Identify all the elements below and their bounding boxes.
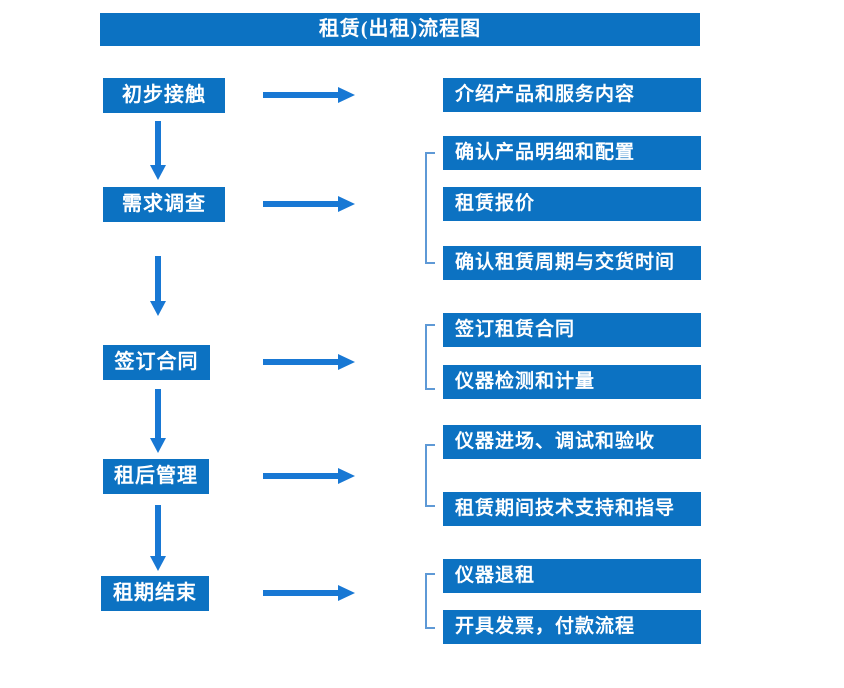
arrow-down-icon	[150, 389, 166, 453]
arrow-right-icon	[263, 354, 355, 370]
step-box-initial-contact: 初步接触	[103, 78, 225, 113]
detail-box-invoice-payment: 开具发票，付款流程	[443, 610, 701, 644]
detail-box-introduce-products: 介绍产品和服务内容	[443, 78, 701, 112]
step-box-post-rental-management: 租后管理	[103, 459, 209, 494]
detail-box-tech-support: 租赁期间技术支持和指导	[443, 492, 701, 526]
detail-box-instrument-return: 仪器退租	[443, 559, 701, 593]
detail-box-instrument-testing: 仪器检测和计量	[443, 365, 701, 399]
group-bracket	[425, 324, 435, 390]
arrow-right-icon	[263, 468, 355, 484]
arrow-right-icon	[263, 87, 355, 103]
arrow-right-icon	[263, 196, 355, 212]
group-bracket	[425, 444, 435, 507]
step-box-rental-end: 租期结束	[101, 576, 209, 611]
detail-box-rental-quote: 租赁报价	[443, 187, 701, 221]
arrow-right-icon	[263, 585, 355, 601]
detail-box-confirm-product-config: 确认产品明细和配置	[443, 136, 701, 170]
step-box-demand-survey: 需求调查	[103, 187, 225, 222]
arrow-down-icon	[150, 256, 166, 316]
arrow-down-icon	[150, 505, 166, 571]
detail-box-instrument-entry-acceptance: 仪器进场、调试和验收	[443, 425, 701, 459]
flowchart-title: 租赁(出租)流程图	[100, 13, 700, 46]
group-bracket	[425, 573, 435, 629]
step-box-sign-contract: 签订合同	[103, 345, 210, 380]
arrow-down-icon	[150, 121, 166, 180]
detail-box-confirm-period-delivery: 确认租赁周期与交货时间	[443, 246, 701, 280]
detail-box-sign-rental-contract: 签订租赁合同	[443, 313, 701, 347]
group-bracket	[425, 152, 435, 264]
